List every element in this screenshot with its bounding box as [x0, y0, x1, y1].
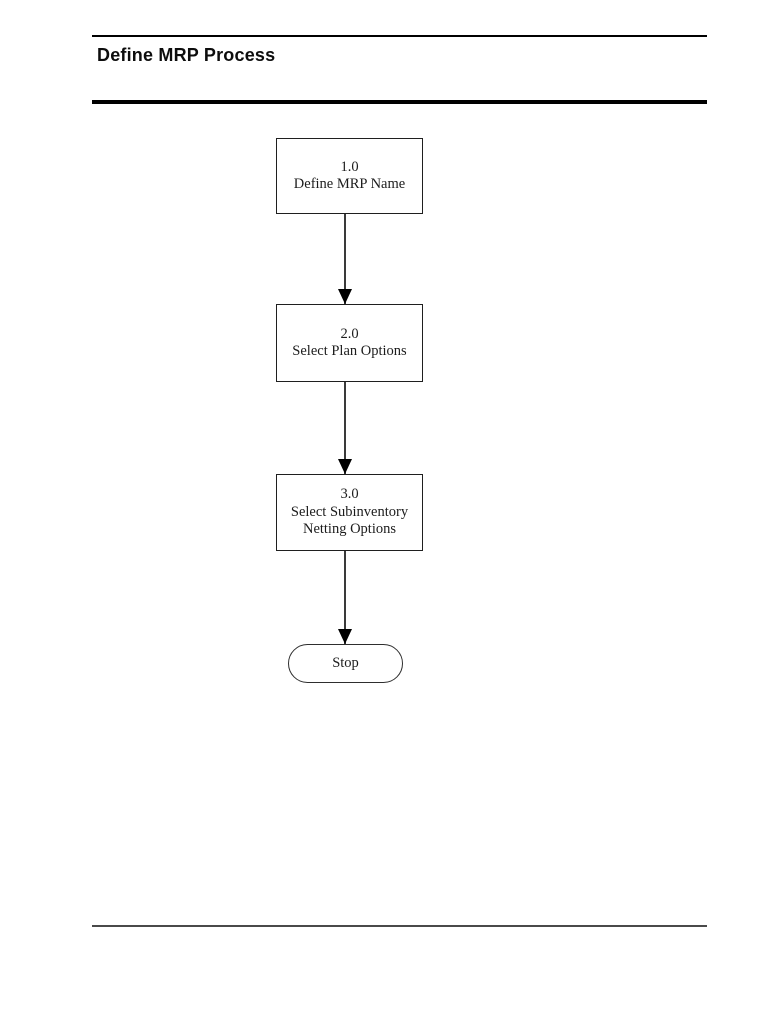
flow-node-select-subinventory-netting-options: 3.0 Select Subinventory Netting Options	[276, 474, 423, 551]
node-number: 2.0	[340, 325, 359, 342]
node-label: Define MRP Name	[293, 176, 406, 192]
flow-node-stop: Stop	[288, 644, 403, 683]
footer-rule	[92, 925, 707, 927]
node-label: Stop	[332, 654, 359, 671]
flow-arrow-2-to-3	[338, 382, 352, 474]
flow-node-select-plan-options: 2.0 Select Plan Options	[276, 304, 423, 382]
flow-node-define-mrp-name: 1.0 Define MRP Name	[276, 138, 423, 214]
header-rule-top	[92, 35, 707, 37]
node-number: 1.0	[340, 158, 359, 175]
flow-arrow-1-to-2	[338, 214, 352, 304]
node-number: 3.0	[340, 486, 359, 503]
node-label: Select Plan Options	[292, 343, 407, 359]
page-title: Define MRP Process	[97, 45, 276, 65]
node-label: Select Subinventory Netting Options	[290, 503, 409, 538]
flow-arrow-3-to-stop	[338, 551, 352, 644]
header-rule-thick	[92, 100, 707, 104]
